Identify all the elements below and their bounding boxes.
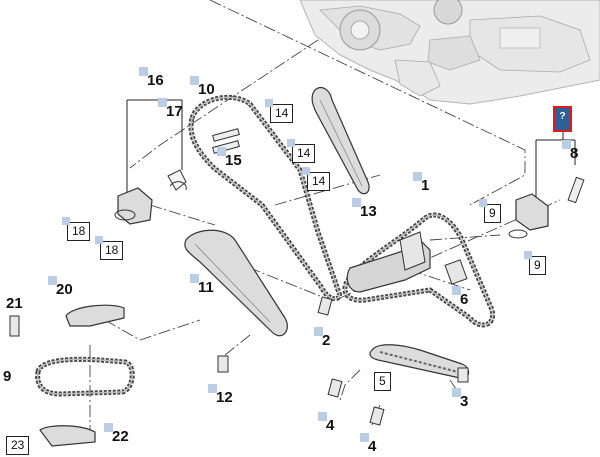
guide-rail-22 xyxy=(39,425,96,447)
callout-4[interactable]: 4 xyxy=(360,433,376,454)
guide-rail-20 xyxy=(65,304,125,327)
boxed-callout-14[interactable]: 14 xyxy=(302,167,331,191)
boxed-callout-5[interactable]: 5 xyxy=(374,372,391,391)
callout-8[interactable]: 8 xyxy=(562,140,578,161)
boxed-callout-18[interactable]: 18 xyxy=(95,236,124,260)
guide-rail-14 xyxy=(311,87,370,195)
boxed-callout-9[interactable]: 9 xyxy=(524,251,546,275)
part-6 xyxy=(444,259,468,285)
timing-chain-10 xyxy=(188,94,342,302)
bolts xyxy=(9,296,469,426)
selected-part-marker[interactable]: ? xyxy=(553,106,572,132)
callout-6[interactable]: 6 xyxy=(452,286,468,307)
boxed-callout-14[interactable]: 14 xyxy=(265,99,294,123)
tensioning-rail-11 xyxy=(184,229,288,337)
engine-block-illustration xyxy=(299,0,600,105)
timing-chain-1 xyxy=(342,212,496,328)
boxed-callout-14[interactable]: 14 xyxy=(287,139,316,163)
callout-2[interactable]: 2 xyxy=(314,327,330,348)
callout-9[interactable]: 9 xyxy=(3,368,12,385)
callout-3[interactable]: 3 xyxy=(452,388,468,409)
callout-17[interactable]: 17 xyxy=(158,98,183,119)
chain-tensioner-8 xyxy=(508,176,585,239)
boxed-callout-23[interactable]: 23 xyxy=(6,436,30,455)
part-17 xyxy=(169,181,187,191)
callout-10[interactable]: 10 xyxy=(190,76,215,97)
callout-12[interactable]: 12 xyxy=(208,384,233,405)
callout-4[interactable]: 4 xyxy=(318,412,334,433)
boxed-callout-18[interactable]: 18 xyxy=(62,217,91,241)
callout-16[interactable]: 16 xyxy=(139,67,164,88)
callout-20[interactable]: 20 xyxy=(48,276,73,297)
chain-9 xyxy=(35,356,135,397)
boxed-callout-9[interactable]: 9 xyxy=(479,199,501,223)
callout-1[interactable]: 1 xyxy=(413,172,429,193)
chain-guide-rail-center xyxy=(346,231,431,293)
callout-15[interactable]: 15 xyxy=(217,147,242,168)
callout-13[interactable]: 13 xyxy=(352,198,377,219)
callout-22[interactable]: 22 xyxy=(104,423,129,444)
callout-11[interactable]: 11 xyxy=(190,274,214,295)
callout-21[interactable]: 21 xyxy=(6,295,23,312)
chain-tensioner-16 xyxy=(114,169,187,225)
